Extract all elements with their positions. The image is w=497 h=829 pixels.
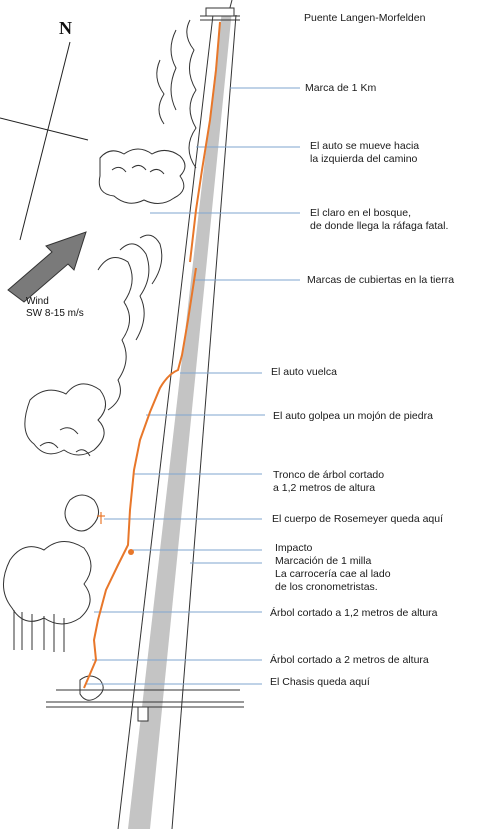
annotation-trunk: Tronco de árbol cortado a 1,2 metros de … xyxy=(273,469,385,494)
annotation-bridge: Puente Langen-Morfelden xyxy=(304,12,426,24)
compass xyxy=(0,41,89,241)
annotation-overturns: El auto vuelca xyxy=(271,366,337,378)
bridge-bottom xyxy=(46,689,244,722)
wind-label-title: Wind xyxy=(26,296,49,307)
annotation-impact: Impacto Marcación de 1 milla La carrocer… xyxy=(275,542,391,593)
annotation-tree-1-2m: Árbol cortado a 1,2 metros de altura xyxy=(270,607,438,619)
bridge-top xyxy=(200,7,240,21)
north-label: N xyxy=(59,18,72,38)
forest xyxy=(3,19,197,701)
impact-marker xyxy=(128,549,134,555)
annotation-chassis: El Chasis queda aquí xyxy=(270,676,370,688)
annotation-tire-marks: Marcas de cubiertas en la tierra xyxy=(307,274,455,286)
annotation-body: El cuerpo de Rosemeyer queda aquí xyxy=(272,513,444,525)
car-track xyxy=(83,21,221,689)
road-center-band xyxy=(128,10,232,829)
body-marker xyxy=(97,512,105,524)
wind-arrow xyxy=(7,231,87,303)
wind-label: Wind SW 8-15 m/s xyxy=(26,296,84,320)
guide-lines xyxy=(85,87,300,685)
annotation-stone: El auto golpea un mojón de piedra xyxy=(273,410,433,422)
annotation-clearing: El claro en el bosque, de donde llega la… xyxy=(310,207,449,232)
annotation-km-mark: Marca de 1 Km xyxy=(305,82,377,94)
wind-label-speed: SW 8-15 m/s xyxy=(26,308,84,319)
annotation-tree-2m: Árbol cortado a 2 metros de altura xyxy=(270,654,429,666)
annotation-car-left: El auto se mueve hacia la izquierda del … xyxy=(310,140,420,165)
